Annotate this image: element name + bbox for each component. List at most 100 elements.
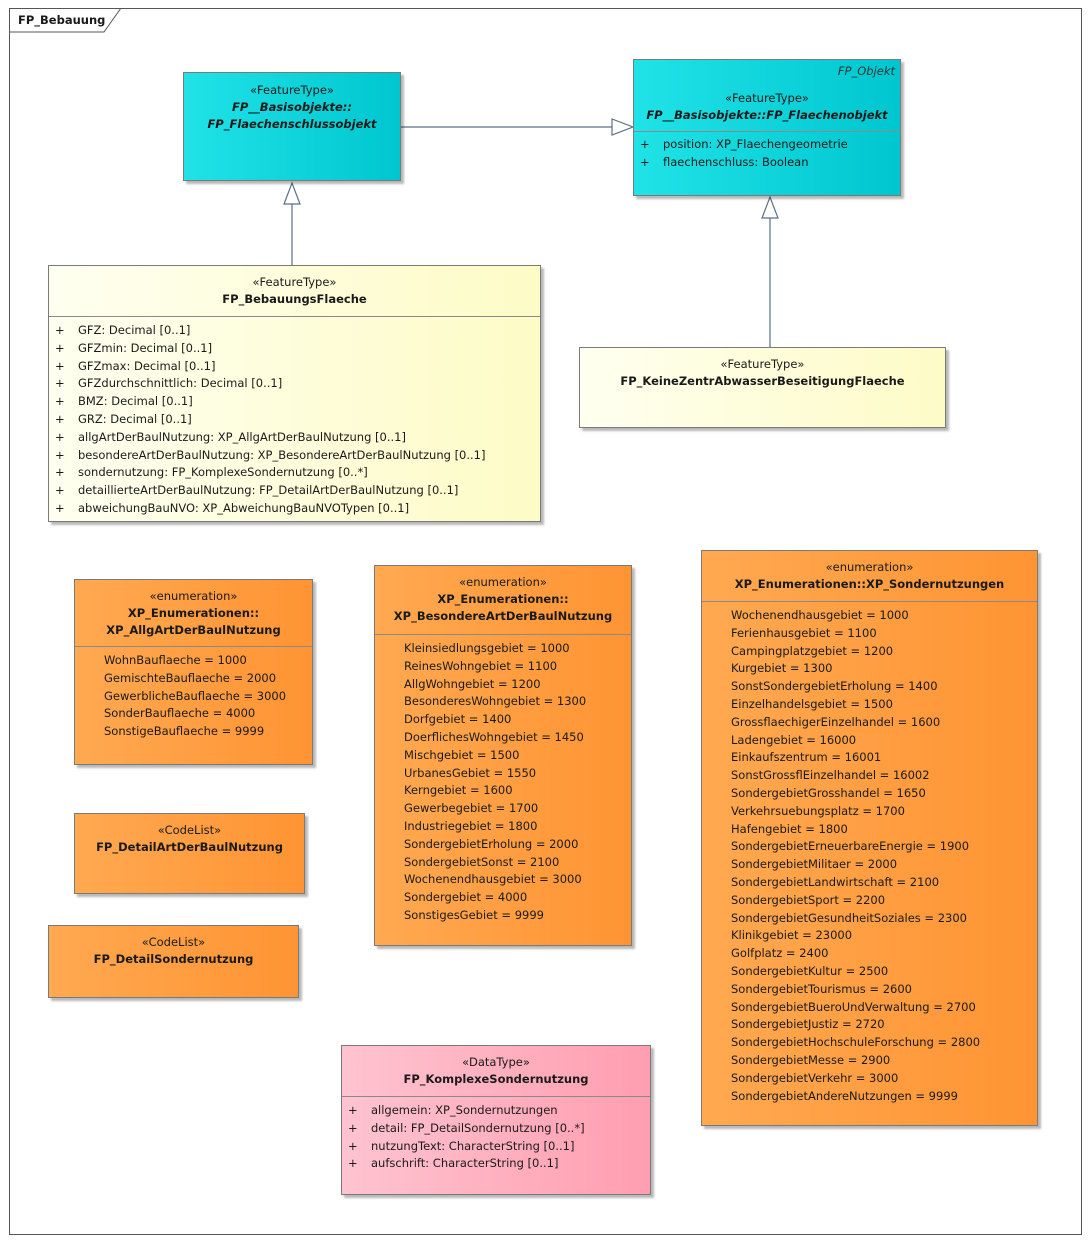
attribute-row[interactable]: +detaillierteArtDerBaulNutzung: FP_Detai… bbox=[55, 483, 459, 498]
enum-literal[interactable]: SondergebietGesundheitSoziales = 2300 bbox=[731, 910, 967, 925]
diagram-frame-tab: FP_Bebauung bbox=[9, 7, 124, 33]
attribute-row[interactable]: +GFZmax: Decimal [0..1] bbox=[55, 358, 216, 373]
enum-literal[interactable]: SondergebietVerkehr = 3000 bbox=[731, 1070, 899, 1085]
enum-literal[interactable]: UrbanesGebiet = 1550 bbox=[404, 765, 537, 780]
enum-literal[interactable]: SondergebietJustiz = 2720 bbox=[731, 1017, 885, 1032]
codelist-detailsondernutzung[interactable]: «CodeList» FP_DetailSondernutzung bbox=[48, 925, 299, 998]
enum-literal[interactable]: BesonderesWohngebiet = 1300 bbox=[404, 694, 587, 709]
attribute-row[interactable]: +GFZdurchschnittlich: Decimal [0..1] bbox=[55, 376, 283, 391]
generalization-keinezentr-to-flaechenobjekt[interactable] bbox=[761, 195, 779, 348]
enum-literal[interactable]: Ladengebiet = 16000 bbox=[731, 732, 857, 747]
class-name: FP_KeineZentrAbwasserBeseitigungFlaeche bbox=[620, 374, 905, 388]
association-flaechenschluss-to-flaechenobjekt[interactable] bbox=[401, 118, 635, 136]
enum-besondereartderbaulnutzung[interactable]: «enumeration» XP_Enumerationen:: XP_Beso… bbox=[374, 565, 632, 946]
attribute-row[interactable]: +BMZ: Decimal [0..1] bbox=[55, 394, 193, 409]
literal-compartment: Kleinsiedlungsgebiet = 1000 ReinesWohnge… bbox=[375, 634, 631, 925]
attribute-compartment: +allgemein: XP_Sondernutzungen +detail: … bbox=[342, 1096, 650, 1173]
attribute-compartment: +GFZ: Decimal [0..1] +GFZmin: Decimal [0… bbox=[49, 316, 540, 518]
enum-literal[interactable]: Einzelhandelsgebiet = 1500 bbox=[731, 696, 893, 711]
stereotype-label: «enumeration» bbox=[149, 589, 238, 603]
enum-literal[interactable]: Hafengebiet = 1800 bbox=[731, 821, 848, 836]
attribute-row[interactable]: +allgArtDerBaulNutzung: XP_AllgArtDerBau… bbox=[55, 429, 406, 444]
enum-literal[interactable]: SondergebietSonst = 2100 bbox=[404, 854, 560, 869]
codelist-name: FP_DetailSondernutzung bbox=[93, 952, 254, 966]
enum-name-line2: XP_BesondereArtDerBaulNutzung bbox=[393, 609, 613, 623]
enum-literal[interactable]: Sondergebiet = 4000 bbox=[404, 890, 528, 905]
enum-literal[interactable]: Mischgebiet = 1500 bbox=[404, 747, 520, 762]
attribute-row[interactable]: +sondernutzung: FP_KomplexeSondernutzung… bbox=[55, 465, 368, 480]
enum-literal[interactable]: SondergebietLandwirtschaft = 2100 bbox=[731, 874, 940, 889]
enum-literal[interactable]: GrossflaechigerEinzelhandel = 1600 bbox=[731, 714, 941, 729]
attribute-row[interactable]: +GFZ: Decimal [0..1] bbox=[55, 323, 191, 337]
enum-literal[interactable]: SonstigeBauflaeche = 9999 bbox=[104, 724, 265, 739]
attribute-row[interactable]: +flaechenschluss: Boolean bbox=[640, 154, 809, 169]
attribute-row[interactable]: +allgemein: XP_Sondernutzungen bbox=[348, 1103, 558, 1117]
enum-literal[interactable]: GewerblicheBauflaeche = 3000 bbox=[104, 688, 287, 703]
class-name-line1: FP__Basisobjekte:: bbox=[232, 100, 352, 114]
generalization-bebauungsflaeche-to-flaechenschluss[interactable] bbox=[283, 181, 301, 266]
class-keinezentrabwasserbeseitigungflaeche[interactable]: «FeatureType» FP_KeineZentrAbwasserBesei… bbox=[579, 347, 946, 428]
enum-name-line1: XP_Enumerationen:: bbox=[437, 592, 569, 606]
attribute-row[interactable]: +detail: FP_DetailSondernutzung [0..*] bbox=[348, 1120, 585, 1135]
stereotype-label: «FeatureType» bbox=[725, 91, 809, 105]
enum-literal[interactable]: SondergebietSport = 2200 bbox=[731, 892, 886, 907]
attribute-compartment: +position: XP_Flaechengeometrie +flaeche… bbox=[634, 131, 900, 172]
enum-literal[interactable]: SonstigesGebiet = 9999 bbox=[404, 907, 544, 922]
enum-literal[interactable]: Kerngebiet = 1600 bbox=[404, 783, 513, 798]
enum-literal[interactable]: Einkaufszentrum = 16001 bbox=[731, 750, 882, 765]
enum-literal[interactable]: SondergebietMilitaer = 2000 bbox=[731, 857, 898, 872]
enum-literal[interactable]: SonderBauflaeche = 4000 bbox=[104, 706, 256, 721]
enum-literal[interactable]: Wochenendhausgebiet = 3000 bbox=[404, 872, 582, 887]
class-flaechenschlussobjekt[interactable]: «FeatureType» FP__Basisobjekte:: FP_Flae… bbox=[183, 72, 401, 181]
diagram-frame bbox=[9, 8, 1082, 1235]
stereotype-label: «FeatureType» bbox=[250, 83, 334, 97]
enum-literal[interactable]: SondergebietErneuerbareEnergie = 1900 bbox=[731, 839, 970, 854]
enum-literal[interactable]: Kleinsiedlungsgebiet = 1000 bbox=[404, 641, 570, 655]
enum-literal[interactable]: Verkehrsuebungsplatz = 1700 bbox=[731, 803, 905, 818]
enum-literal[interactable]: Wochenendhausgebiet = 1000 bbox=[731, 608, 909, 622]
stereotype-label: «CodeList» bbox=[157, 823, 222, 837]
datatype-name: FP_KomplexeSondernutzung bbox=[403, 1072, 589, 1086]
enum-literal[interactable]: SonstSondergebietErholung = 1400 bbox=[731, 679, 938, 694]
datatype-komplexesondernutzung[interactable]: «DataType» FP_KomplexeSondernutzung +all… bbox=[341, 1045, 651, 1195]
frame-tab-shape bbox=[9, 7, 122, 33]
enum-literal[interactable]: AllgWohngebiet = 1200 bbox=[404, 676, 541, 691]
enum-literal[interactable]: Campingplatzgebiet = 1200 bbox=[731, 643, 894, 658]
enum-literal[interactable]: Dorfgebiet = 1400 bbox=[404, 712, 512, 727]
enum-literal[interactable]: SondergebietHochschuleForschung = 2800 bbox=[731, 1035, 981, 1050]
enum-literal[interactable]: SondergebietKultur = 2500 bbox=[731, 963, 889, 978]
enum-literal[interactable]: SondergebietAndereNutzungen = 9999 bbox=[731, 1088, 958, 1103]
enum-literal[interactable]: Kurgebiet = 1300 bbox=[731, 661, 833, 676]
attribute-row[interactable]: +aufschrift: CharacterString [0..1] bbox=[348, 1156, 559, 1171]
enum-sondernutzungen[interactable]: «enumeration» XP_Enumerationen::XP_Sonde… bbox=[701, 550, 1038, 1126]
enum-literal[interactable]: SondergebietBueroUndVerwaltung = 2700 bbox=[731, 999, 976, 1014]
enum-literal[interactable]: SondergebietMesse = 2900 bbox=[731, 1052, 891, 1067]
enum-literal[interactable]: WohnBauflaeche = 1000 bbox=[104, 653, 247, 667]
codelist-detailartderbaulnutzung[interactable]: «CodeList» FP_DetailArtDerBaulNutzung bbox=[74, 813, 305, 894]
enum-literal[interactable]: SondergebietGrosshandel = 1650 bbox=[731, 785, 926, 800]
enum-literal[interactable]: Golfplatz = 2400 bbox=[731, 946, 829, 961]
enum-literal[interactable]: SondergebietErholung = 2000 bbox=[404, 836, 579, 851]
stereotype-label: «enumeration» bbox=[825, 560, 914, 574]
enum-literal[interactable]: Klinikgebiet = 23000 bbox=[731, 928, 853, 943]
enum-literal[interactable]: Gewerbegebiet = 1700 bbox=[404, 801, 539, 816]
enum-name-line2: XP_AllgArtDerBaulNutzung bbox=[106, 623, 281, 637]
attribute-row[interactable]: +nutzungText: CharacterString [0..1] bbox=[348, 1138, 575, 1153]
enum-name: XP_Enumerationen::XP_Sondernutzungen bbox=[734, 577, 1005, 591]
class-bebauungsflaeche[interactable]: «FeatureType» FP_BebauungsFlaeche +GFZ: … bbox=[48, 265, 541, 522]
enum-literal[interactable]: DoerflichesWohngebiet = 1450 bbox=[404, 729, 584, 744]
enum-allgartderbaulnutzung[interactable]: «enumeration» XP_Enumerationen:: XP_Allg… bbox=[74, 579, 313, 765]
class-flaechenobjekt[interactable]: FP_Objekt «FeatureType» FP__Basisobjekte… bbox=[633, 59, 901, 196]
attribute-row[interactable]: +position: XP_Flaechengeometrie bbox=[640, 137, 848, 151]
literal-compartment: Wochenendhausgebiet = 1000 Ferienhausgeb… bbox=[702, 601, 1037, 1105]
enum-literal[interactable]: ReinesWohngebiet = 1100 bbox=[404, 658, 558, 673]
enum-literal[interactable]: Industriegebiet = 1800 bbox=[404, 818, 538, 833]
enum-literal[interactable]: Ferienhausgebiet = 1100 bbox=[731, 625, 877, 640]
attribute-row[interactable]: +GFZmin: Decimal [0..1] bbox=[55, 340, 213, 355]
enum-literal[interactable]: SonstGrossflEinzelhandel = 16002 bbox=[731, 768, 930, 783]
attribute-row[interactable]: +besondereArtDerBaulNutzung: XP_Besonder… bbox=[55, 447, 486, 462]
attribute-row[interactable]: +GRZ: Decimal [0..1] bbox=[55, 411, 192, 426]
attribute-row[interactable]: +abweichungBauNVO: XP_AbweichungBauNVOTy… bbox=[55, 500, 410, 515]
enum-literal[interactable]: SondergebietTourismus = 2600 bbox=[731, 981, 912, 996]
enum-literal[interactable]: GemischteBauflaeche = 2000 bbox=[104, 670, 277, 685]
